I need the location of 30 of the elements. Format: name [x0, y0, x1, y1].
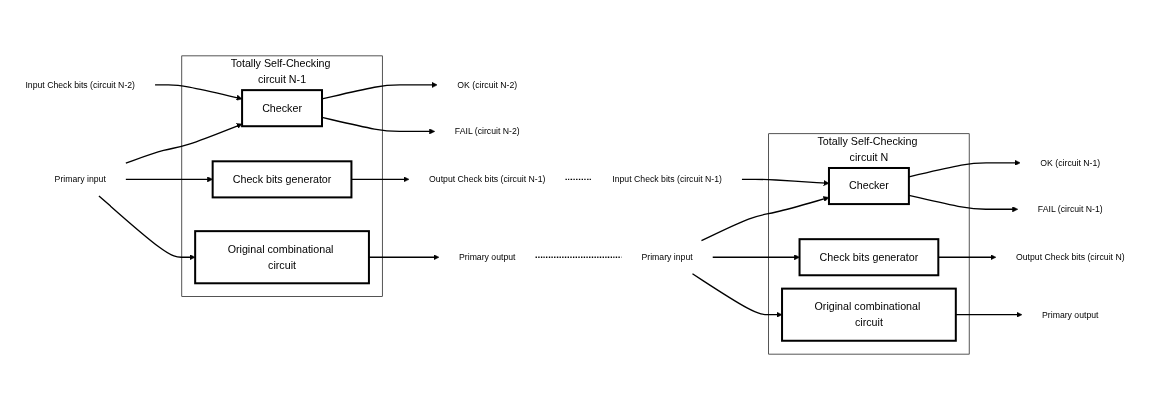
node-text: OK (circuit N-2) — [457, 79, 518, 90]
arrow — [955, 311, 1023, 318]
arrow — [691, 273, 783, 318]
node-text: FAIL (circuit N-1) — [1037, 204, 1103, 215]
node-text: Primary input — [641, 252, 693, 263]
arrow — [125, 176, 213, 183]
node-box: Original combinational circuit — [781, 287, 957, 342]
connector — [534, 256, 623, 258]
node-box: Check bits generator — [798, 238, 940, 277]
node-box: Original combinational circuit — [194, 230, 370, 285]
arrow — [368, 254, 440, 261]
node-text: OK (circuit N-1) — [1040, 157, 1101, 168]
node-box: Checker — [827, 167, 910, 206]
arrow — [908, 159, 1021, 178]
node-text: Primary output — [1042, 309, 1099, 320]
connector — [564, 178, 593, 180]
arrow — [908, 194, 1019, 213]
node-text: Input Check bits (circuit N-1) — [612, 174, 722, 185]
arrow — [98, 195, 196, 261]
node-text: Primary output — [459, 252, 516, 263]
arrow — [712, 254, 800, 261]
node-text: FAIL (circuit N-2) — [454, 126, 520, 137]
node-text: Primary input — [54, 174, 106, 185]
arrow — [154, 84, 243, 101]
node-text: Output Check bits (circuit N) — [1015, 252, 1125, 263]
node-text: Output Check bits (circuit N-1) — [429, 174, 546, 185]
node-box: Check bits generator — [211, 160, 353, 199]
node-box: Checker — [241, 89, 323, 128]
node-text: Input Check bits (circuit N-2) — [25, 79, 136, 90]
arrow — [125, 123, 243, 164]
